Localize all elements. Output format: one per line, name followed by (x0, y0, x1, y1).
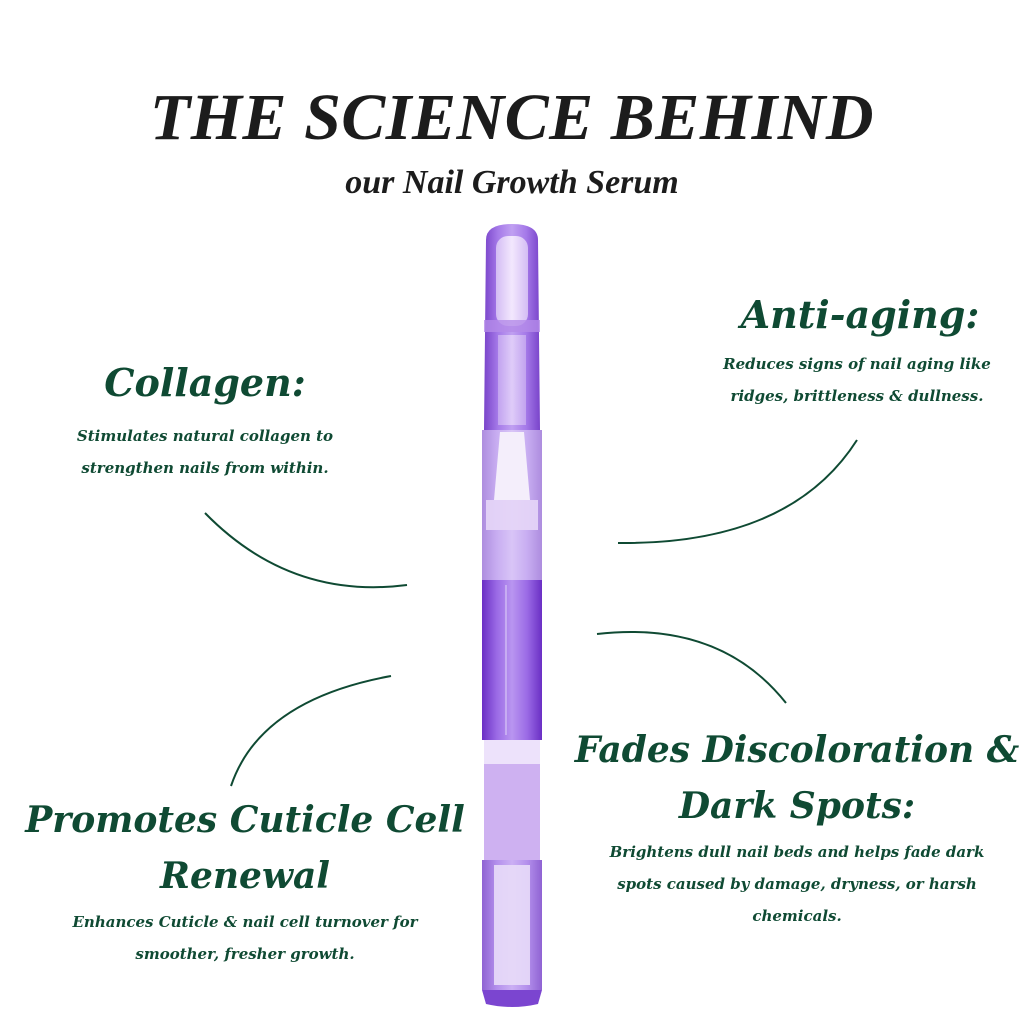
benefit-desc-anti-aging: Reduces signs of nail aging like ridges,… (690, 348, 1024, 412)
desc-line: smoother, fresher growth. (135, 945, 355, 963)
benefit-desc-cuticle: Enhances Cuticle & nail cell turnover fo… (20, 906, 470, 970)
desc-line: ridges, brittleness & dullness. (730, 387, 984, 405)
benefit-desc-collagen: Stimulates natural collagen to strengthe… (30, 420, 380, 484)
desc-line: Enhances Cuticle & nail cell turnover fo… (72, 913, 418, 931)
connector-curve-collagen (204, 512, 408, 589)
connector-curve-cuticle (230, 675, 392, 787)
page-subtitle: our Nail Growth Serum (345, 164, 679, 201)
desc-line: chemicals. (752, 907, 842, 925)
heading-line: Fades Discoloration & (574, 729, 1020, 771)
page-title: THE SCIENCE BEHIND (149, 81, 875, 154)
desc-line: Reduces signs of nail aging like (723, 355, 991, 373)
desc-line: Stimulates natural collagen to (76, 427, 334, 445)
benefit-heading-collagen: Collagen: (104, 360, 306, 405)
desc-line: Brightens dull nail beds and helps fade … (609, 843, 985, 861)
connector-curve-discoloration (596, 630, 787, 704)
desc-line: spots caused by damage, dryness, or hars… (617, 875, 977, 893)
heading-line: Promotes Cuticle Cell (25, 799, 465, 841)
benefit-heading-cuticle: Promotes Cuticle Cell Renewal (20, 792, 470, 904)
benefit-heading-discoloration: Fades Discoloration & Dark Spots: (570, 722, 1024, 834)
heading-line: Dark Spots: (678, 785, 916, 827)
benefit-heading-anti-aging: Anti-aging: (740, 292, 980, 337)
desc-line: strengthen nails from within. (81, 459, 329, 477)
connector-curve-anti-aging (617, 439, 858, 545)
heading-line: Renewal (160, 855, 330, 897)
benefit-desc-discoloration: Brightens dull nail beds and helps fade … (570, 836, 1024, 932)
